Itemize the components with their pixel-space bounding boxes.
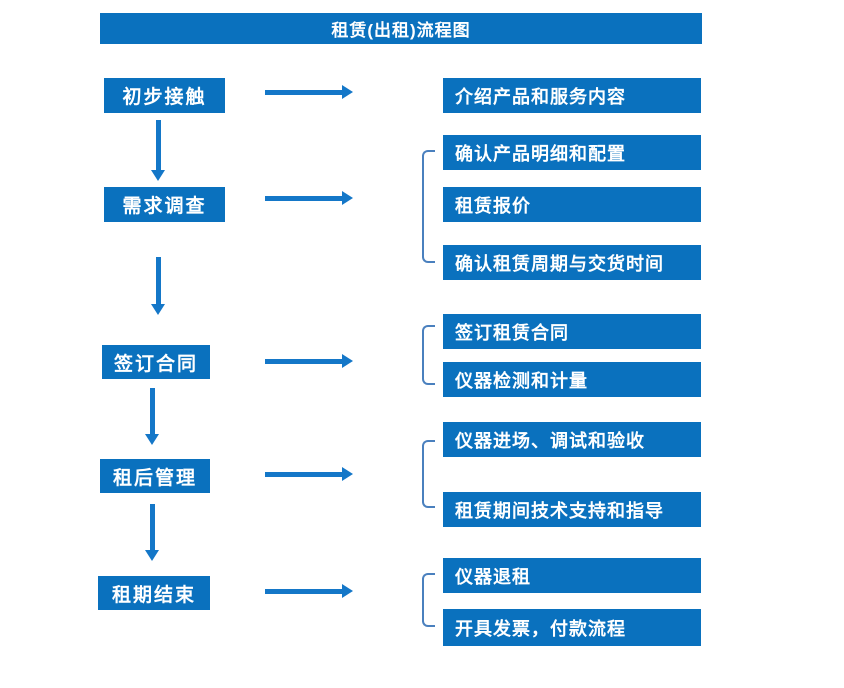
right-arrow-head [342, 354, 353, 368]
right-arrow-line [265, 90, 344, 95]
right-arrow [265, 191, 353, 205]
down-arrow-line [150, 388, 155, 436]
right-arrow [265, 85, 353, 99]
step-box-demand-survey: 需求调查 [104, 187, 225, 222]
detail-box-rental-quote: 租赁报价 [443, 187, 701, 222]
group-bracket [422, 150, 435, 263]
group-bracket [422, 440, 435, 508]
right-arrow [265, 584, 353, 598]
detail-box-confirm-product-details: 确认产品明细和配置 [443, 135, 701, 170]
flowchart-title: 租赁(出租)流程图 [331, 21, 471, 40]
down-arrow-line [150, 504, 155, 552]
right-arrow-head [342, 467, 353, 481]
step-box-lease-end: 租期结束 [98, 576, 210, 610]
step-box-post-rental-management: 租后管理 [100, 459, 210, 493]
group-bracket [422, 573, 435, 627]
right-arrow-line [265, 472, 344, 477]
down-arrow [151, 257, 165, 315]
detail-box-invoice-payment: 开具发票，付款流程 [443, 609, 701, 646]
right-arrow-head [342, 191, 353, 205]
step-box-contract-signing: 签订合同 [102, 345, 210, 379]
down-arrow [145, 504, 159, 561]
detail-box-instrument-return: 仪器退租 [443, 558, 701, 593]
down-arrow-line [156, 120, 161, 172]
down-arrow [151, 120, 165, 181]
flowchart-title-bar: 租赁(出租)流程图 [100, 13, 702, 44]
right-arrow-head [342, 584, 353, 598]
down-arrow-head [151, 304, 165, 315]
step-box-initial-contact: 初步接触 [104, 78, 225, 113]
right-arrow-line [265, 196, 344, 201]
detail-box-confirm-period-delivery: 确认租赁周期与交货时间 [443, 245, 701, 280]
right-arrow-line [265, 589, 344, 594]
group-bracket [422, 325, 435, 385]
down-arrow-line [156, 257, 161, 306]
right-arrow-line [265, 359, 344, 364]
detail-box-technical-support: 租赁期间技术支持和指导 [443, 492, 701, 527]
down-arrow-head [145, 434, 159, 445]
detail-box-instrument-setup: 仪器进场、调试和验收 [443, 422, 701, 457]
detail-box-sign-rental-contract: 签订租赁合同 [443, 314, 701, 349]
detail-box-instrument-testing: 仪器检测和计量 [443, 362, 701, 397]
detail-box-introduce-products: 介绍产品和服务内容 [443, 78, 701, 113]
down-arrow-head [151, 170, 165, 181]
right-arrow [265, 467, 353, 481]
down-arrow [145, 388, 159, 445]
right-arrow-head [342, 85, 353, 99]
right-arrow [265, 354, 353, 368]
down-arrow-head [145, 550, 159, 561]
